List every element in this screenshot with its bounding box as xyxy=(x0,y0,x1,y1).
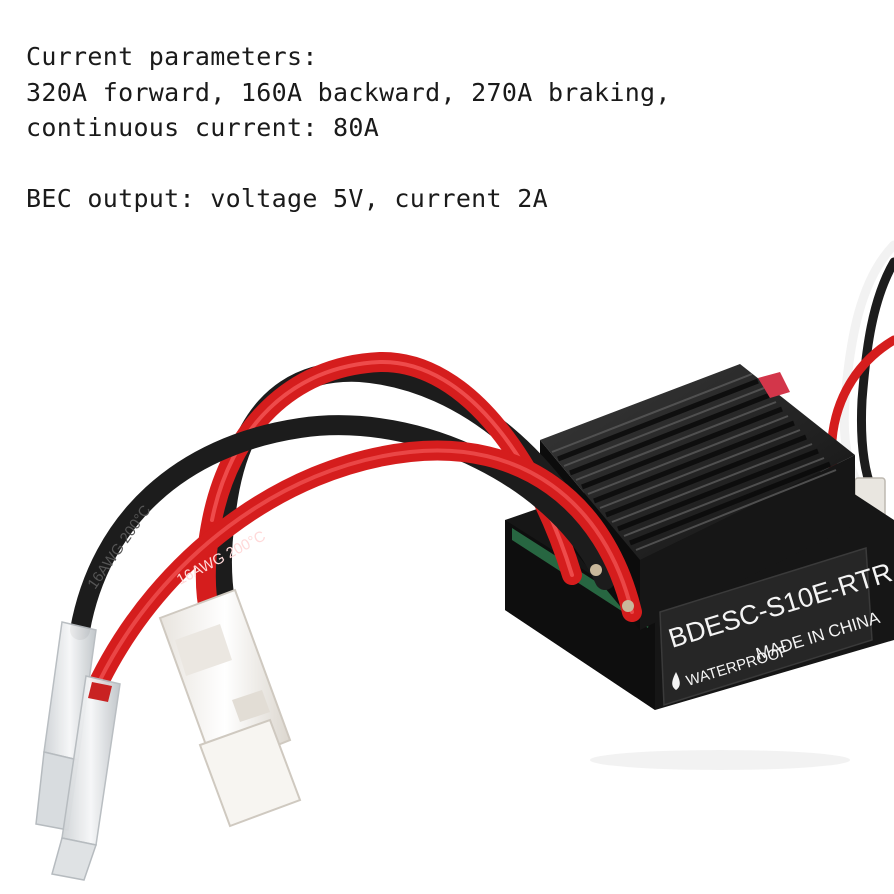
spec-line-currents: 320A forward, 160A backward, 270A brakin… xyxy=(26,78,671,107)
bullet-connectors xyxy=(35,621,121,881)
water-drop-icon xyxy=(672,672,680,690)
battery-connector xyxy=(158,588,302,828)
spec-line-title: Current parameters: xyxy=(26,42,318,71)
spec-line-bec: BEC output: voltage 5V, current 2A xyxy=(26,184,548,213)
spec-line-continuous: continuous current: 80A xyxy=(26,113,380,142)
